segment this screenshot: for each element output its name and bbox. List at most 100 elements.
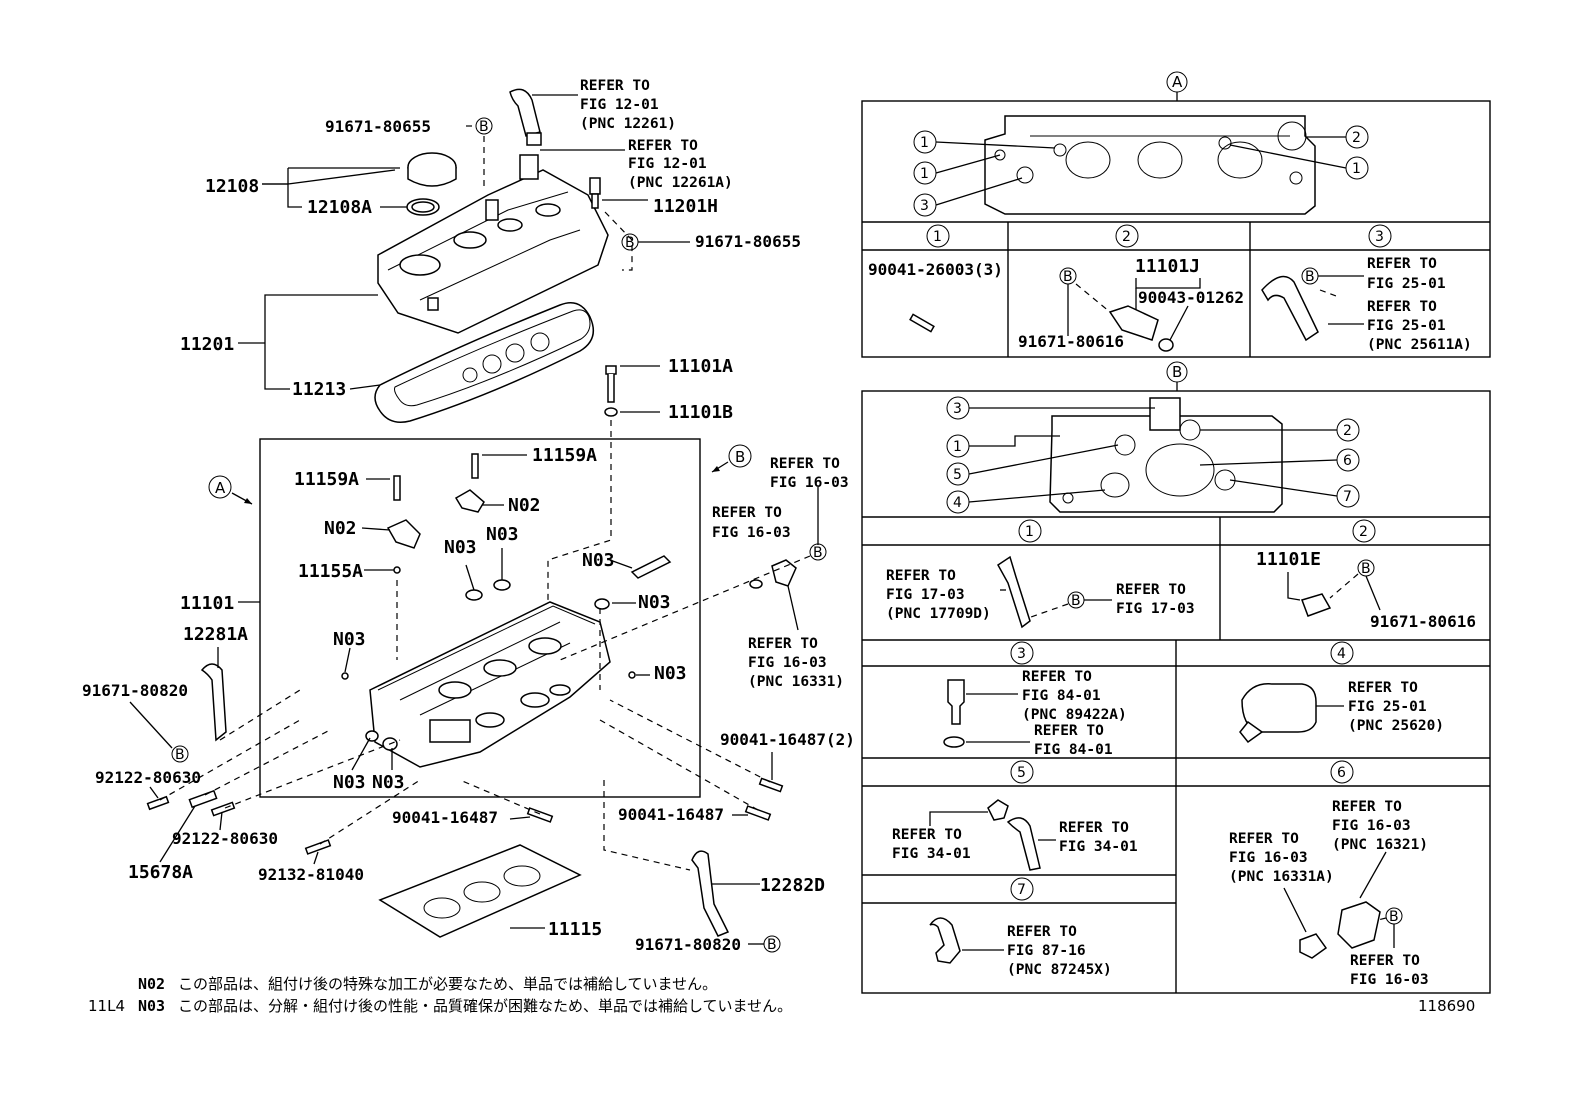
b-marker-bottom-label: B — [767, 937, 777, 953]
panelB-cell3-ref1-l1: REFER TO — [1022, 669, 1092, 685]
note-n03-text: この部品は、分解・組付け後の性能・品質確保が困難なため、単品では補給していません… — [178, 997, 792, 1015]
note-n02-text: この部品は、組付け後の特殊な加工が必要なため、単品では補給していません。 — [178, 975, 717, 993]
cylinder-head-group — [238, 365, 701, 798]
label-90041-16487-b: 90041-16487 — [618, 805, 724, 824]
note-n02-code: N02 — [138, 975, 165, 993]
b-marker-top — [475, 117, 493, 135]
label-N03-h: N03 — [372, 772, 405, 793]
callout-B-circle — [728, 444, 752, 468]
panelB-cell1-num: 1 — [1025, 524, 1034, 540]
panelA-cell2-part-bottom: 91671-80616 — [1018, 332, 1124, 351]
panelB-cell3-ref1-l2: FIG 84-01 — [1022, 688, 1101, 704]
panelA-cell1-num: 1 — [933, 229, 942, 245]
refer-12261-l3: (PNC 12261) — [580, 116, 676, 132]
panelA-cell3-ref2-l1: REFER TO — [1367, 299, 1437, 315]
refer-b2-l2: FIG 16-03 — [712, 525, 791, 541]
panelA-marker-1b-label: 1 — [920, 166, 929, 182]
label-12108A: 12108A — [307, 197, 372, 218]
panelB-cell4-ref1-l3: (PNC 25620) — [1348, 718, 1444, 734]
refer-b1-l1: REFER TO — [770, 456, 840, 472]
panelB-marker-2: 2 — [1343, 423, 1352, 439]
label-N02-right: N02 — [508, 495, 541, 516]
panelA-cell3-ref2-l2: FIG 25-01 — [1367, 318, 1446, 334]
label-12282D: 12282D — [760, 875, 825, 896]
panelA-marker-1a-label: 1 — [920, 135, 929, 151]
label-90041-16487-a: 90041-16487 — [392, 808, 498, 827]
callout-A-label: A — [215, 479, 226, 497]
b-marker-sensor-label: B — [813, 545, 823, 561]
panelB-cell1-ref1-l2: FIG 17-03 — [886, 587, 965, 603]
panelB-cell6-ref2-l2: FIG 16-03 — [1229, 850, 1308, 866]
b-marker-left — [171, 745, 189, 763]
label-N03-c: N03 — [582, 550, 615, 571]
panelB-marker-6: 6 — [1343, 453, 1352, 469]
label-11115: 11115 — [548, 919, 602, 940]
b-marker-left-label: B — [175, 747, 185, 763]
panelB-cell3-ref1-l3: (PNC 89422A) — [1022, 707, 1127, 723]
label-11101: 11101 — [180, 593, 234, 614]
panelB-cell6-ref1-l2: FIG 16-03 — [1332, 818, 1411, 834]
label-92132-81040: 92132-81040 — [258, 865, 364, 884]
panelA-marker-3-label: 3 — [920, 198, 929, 214]
panelB-cell6-ref2-l3: (PNC 16331A) — [1229, 869, 1334, 885]
panelB-cell1-ref1-l1: REFER TO — [886, 568, 956, 584]
label-12108: 12108 — [205, 176, 259, 197]
label-12281A: 12281A — [183, 624, 248, 645]
lower-parts-group: 12281A 91671-80820 B 92122-80630 92122-8… — [82, 624, 855, 954]
panelB-cell6-ref1-l3: (PNC 16321) — [1332, 837, 1428, 853]
panel-A-title: A — [1172, 73, 1183, 91]
label-91671-80820-bottom: 91671-80820 — [635, 935, 741, 954]
panelB-cell7-ref1-l1: REFER TO — [1007, 924, 1077, 940]
label-11159A-right: 11159A — [532, 445, 597, 466]
valve-cover-labels: 12108 12108A 91671-80655 B REFER TO FIG … — [180, 78, 801, 400]
label-11213: 11213 — [292, 379, 346, 400]
label-11159A-left: 11159A — [294, 469, 359, 490]
panelB-marker-4: 4 — [953, 495, 962, 511]
panelB-cell1-b: B — [1071, 593, 1081, 609]
panelA-cell3-ref1-l2: FIG 25-01 — [1367, 276, 1446, 292]
refer-12261-l2: FIG 12-01 — [580, 97, 659, 113]
panelA-cell3-ref2-l3: (PNC 25611A) — [1367, 337, 1472, 353]
panelB-cell7-ref1-l3: (PNC 87245X) — [1007, 962, 1112, 978]
b-marker-sensor — [809, 543, 827, 561]
panelB-cell5-num: 5 — [1017, 765, 1026, 781]
panelB-cell1-ref2-l2: FIG 17-03 — [1116, 601, 1195, 617]
cylinder-head-labels: 11101A 11101B 11159A 11159A N02 N02 N03 … — [180, 356, 849, 793]
footer-left-code: 11L4 — [88, 997, 125, 1015]
label-11201: 11201 — [180, 334, 234, 355]
panelB-marker-1: 1 — [953, 439, 962, 455]
panelB-marker-3: 3 — [953, 401, 962, 417]
panelB-cell2-num: 2 — [1359, 524, 1368, 540]
valve-cover-group — [238, 88, 690, 423]
panelB-cell2-part: 11101E — [1256, 549, 1321, 570]
figure-id: 118690 — [1418, 997, 1475, 1015]
panelB-cell4-num: 4 — [1337, 646, 1346, 662]
label-90041-16487-2: 90041-16487(2) — [720, 730, 855, 749]
refer-12261A-l3: (PNC 12261A) — [628, 175, 733, 191]
panelB-cell3-ref2-l1: REFER TO — [1034, 723, 1104, 739]
callout-B-label: B — [735, 448, 745, 466]
panelB-marker-7: 7 — [1343, 489, 1352, 505]
panelB-cell6-num: 6 — [1337, 765, 1346, 781]
refer-12261-l1: REFER TO — [580, 78, 650, 94]
panelB-cell5-ref1-l2: FIG 34-01 — [892, 846, 971, 862]
notes: N02 この部品は、組付け後の特殊な加工が必要なため、単品では補給していません。… — [88, 975, 1475, 1015]
label-N03-a: N03 — [444, 537, 477, 558]
panelA-cell2-part-mid: 90043-01262 — [1138, 288, 1244, 307]
b-marker-right-label: B — [625, 235, 635, 251]
refer-12261A-l2: FIG 12-01 — [628, 156, 707, 172]
panelA-cell2-b: B — [1063, 269, 1073, 285]
panelA-cell2-num: 2 — [1122, 229, 1131, 245]
label-11101A: 11101A — [668, 356, 733, 377]
panelB-marker-5: 5 — [953, 467, 962, 483]
label-N03-b: N03 — [486, 524, 519, 545]
label-91671-80655-right: 91671-80655 — [695, 232, 801, 251]
panelB-cell4-ref1-l2: FIG 25-01 — [1348, 699, 1427, 715]
panelB-cell6-ref1-l1: REFER TO — [1332, 799, 1402, 815]
label-11101B: 11101B — [668, 402, 733, 423]
panelB-cell7-ref1-l2: FIG 87-16 — [1007, 943, 1086, 959]
panelB-cell6-b: B — [1389, 909, 1399, 925]
b-marker-top-label: B — [479, 119, 489, 135]
panelB-cell1-ref2-l1: REFER TO — [1116, 582, 1186, 598]
